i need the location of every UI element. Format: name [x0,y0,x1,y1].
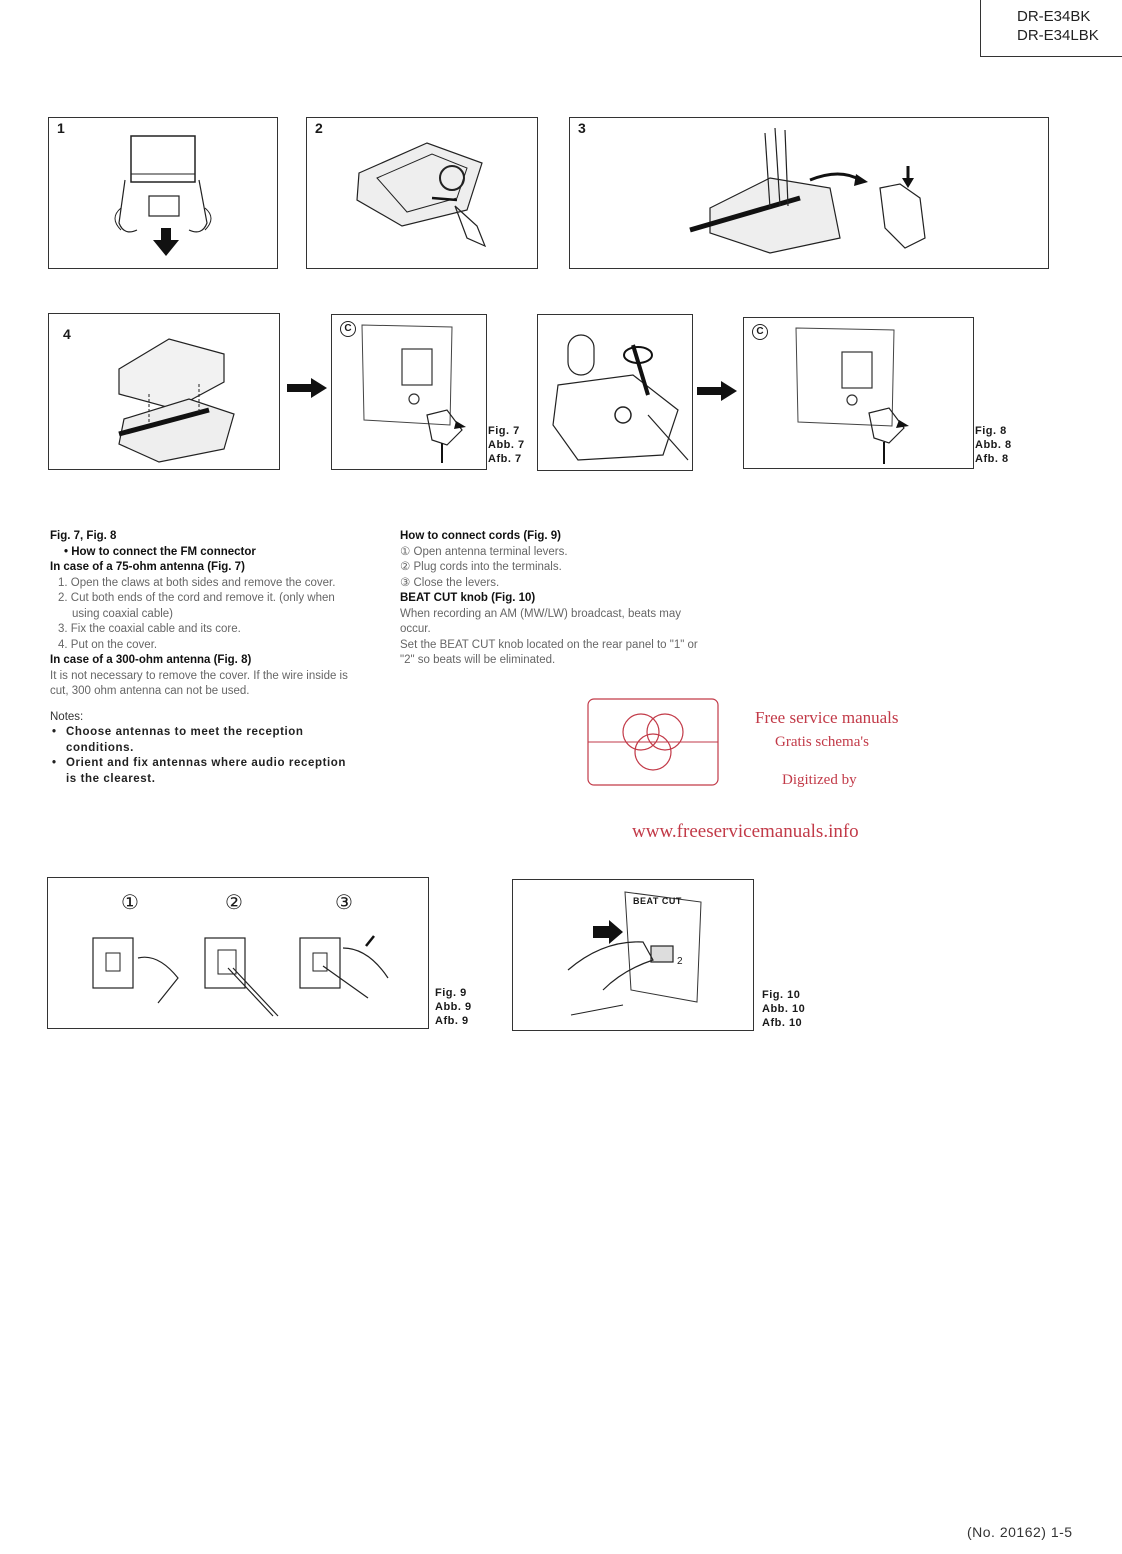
cover-replacement-illustration [118,338,235,463]
arrow-right-icon [287,378,327,398]
model-number-box: DR-E34BK DR-E34LBK [980,0,1122,57]
figure-screw-panel [537,314,693,471]
step-circle-1: ① [121,892,139,914]
cord-connection-illustration [92,935,389,1017]
section-title: Fig. 7, Fig. 8 [50,530,117,542]
beat-cut-text: When recording an AM (MW/LW) broadcast, … [400,607,681,636]
screwdriver-illustration [552,334,689,461]
watermark-line: Gratis schema's [775,734,869,750]
cords-heading: How to connect cords (Fig. 9) [400,530,562,542]
cords-step: ② Plug cords into the terminals. [400,561,562,573]
caption-line: Fig. 9 [435,987,467,999]
step-number: 2 [315,120,323,136]
caption-line: Afb. 10 [762,1017,803,1029]
caption-line: Afb. 8 [975,453,1009,465]
beat-cut-label: BEAT CUT [633,896,682,906]
caption-line: Fig. 10 [762,989,801,1001]
watermark-url: www.freeservicemanuals.info [632,821,859,842]
step-circle-3: ③ [335,892,353,914]
figure-step-2: 2 [306,117,538,269]
notes-list: Choose antennas to meet the reception co… [50,725,360,787]
figure-7-panel: C [331,314,487,470]
step-number: 1 [57,120,65,136]
beat-cut-heading: BEAT CUT knob (Fig. 10) [400,592,536,604]
instruction-step: 3. Fix the coaxial cable and its core. [58,623,241,635]
notes-label: Notes: [50,710,84,723]
cover-removal-illustration [114,135,212,256]
caption-line: Fig. 7 [488,425,520,437]
fm-connector-instructions: Fig. 7, Fig. 8 • How to connect the FM c… [50,529,360,787]
page-number: (No. 20162) 1-5 [967,1524,1073,1540]
note-item: Choose antennas to meet the reception co… [50,725,360,756]
figure-10-caption: Fig. 10 Abb. 10 Afb. 10 [762,988,805,1030]
caption-line: Abb. 7 [488,439,525,451]
caption-line: Afb. 9 [435,1015,469,1027]
figure-9-caption: Fig. 9 Abb. 9 Afb. 9 [435,986,472,1028]
case-300-ohm-heading: In case of a 300-ohm antenna (Fig. 8) [50,654,252,666]
note-item: Orient and fix antennas where audio rece… [50,756,360,787]
instruction-step: 2. Cut both ends of the cord and remove … [58,592,335,620]
cable-fixing-illustration [689,127,926,254]
figure-step-4: 4 [48,313,280,470]
figure-9-panel: ① ② ③ [47,877,429,1029]
figure-8-caption: Fig. 8 Abb. 8 Afb. 8 [975,424,1012,466]
caption-line: Abb. 8 [975,439,1012,451]
caption-line: Abb. 9 [435,1001,472,1013]
figure-7-caption: Fig. 7 Abb. 7 Afb. 7 [488,424,525,466]
model-number-1: DR-E34BK [1017,8,1091,25]
instruction-step: 4. Put on the cover. [58,638,158,651]
figure-step-3: 3 [569,117,1049,269]
antenna-terminal-300ohm-illustration [795,327,909,464]
circle-c-mark: C [340,321,356,337]
caption-line: Abb. 10 [762,1003,806,1015]
arrow-right-icon [697,381,737,401]
step-number: 3 [578,120,586,136]
step-number: 4 [63,326,71,342]
cords-step: ① Open antenna terminal levers. [400,545,568,558]
case-300-ohm-text: It is not necessary to remove the cover.… [50,669,348,698]
fm-connector-heading: • How to connect the FM connector [64,545,256,558]
beat-cut-text: Set the BEAT CUT knob located on the rea… [400,638,698,667]
watermark-line: Digitized by [782,772,857,788]
watermark-logo [587,698,719,786]
cords-step: ③ Close the levers. [400,576,500,589]
figure-10-panel: BEAT CUT 2 [512,879,754,1031]
cable-cutting-illustration [356,142,487,248]
caption-line: Fig. 8 [975,425,1007,437]
figure-step-1: 1 [48,117,278,269]
knob-position-number: 2 [677,956,683,967]
case-75-ohm-heading: In case of a 75-ohm antenna (Fig. 7) [50,561,245,573]
cords-beatcut-instructions: How to connect cords (Fig. 9) ① Open ant… [400,529,710,669]
figure-8-panel: C [743,317,974,469]
instruction-step: 1. Open the claws at both sides and remo… [58,576,336,589]
watermark-line: Free service manuals [755,708,899,727]
circle-c-mark: C [752,324,768,340]
step-circle-2: ② [225,892,243,914]
beat-cut-knob-illustration [567,891,702,1016]
antenna-terminal-75ohm-illustration [361,324,466,463]
caption-line: Afb. 7 [488,453,522,465]
model-number-2: DR-E34LBK [1017,27,1099,44]
